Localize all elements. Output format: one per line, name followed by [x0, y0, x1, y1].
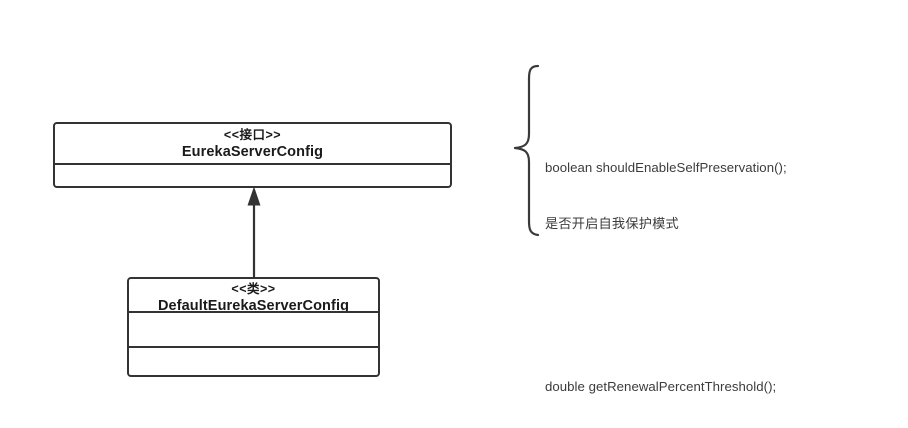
class-header: <<类>> DefaultEurekaServerConfig — [129, 279, 378, 314]
interface-header: <<接口>> EurekaServerConfig — [55, 124, 450, 163]
annotation-description: 是否开启自我保护模式 — [545, 215, 679, 231]
generalization-connector[interactable] — [238, 182, 272, 282]
class-name: DefaultEurekaServerConfig — [157, 298, 350, 314]
annotation-group: double getRenewalPercentThreshold(); 获取续… — [545, 340, 895, 428]
annotation-signature: boolean shouldEnableSelfPreservation(); — [545, 159, 787, 175]
interface-name: EurekaServerConfig — [181, 144, 324, 160]
interface-divider — [55, 163, 450, 165]
interface-box-eurekaserverconfig[interactable]: <<接口>> EurekaServerConfig — [53, 122, 452, 188]
class-stereotype: <<类>> — [231, 282, 276, 296]
class-attributes-compartment — [129, 313, 378, 344]
interface-stereotype: <<接口>> — [223, 128, 282, 142]
class-divider-attributes — [129, 311, 378, 313]
class-box-defaulteurekaserverconfig[interactable]: <<类>> DefaultEurekaServerConfig — [127, 277, 380, 377]
class-divider-methods — [129, 346, 378, 348]
annotation-group: boolean shouldEnableSelfPreservation(); … — [545, 122, 895, 271]
annotation-signature: double getRenewalPercentThreshold(); — [545, 378, 777, 394]
annotation-text-block: boolean shouldEnableSelfPreservation(); … — [545, 66, 895, 428]
curly-brace-left-icon — [513, 64, 540, 237]
class-methods-compartment — [129, 348, 378, 375]
